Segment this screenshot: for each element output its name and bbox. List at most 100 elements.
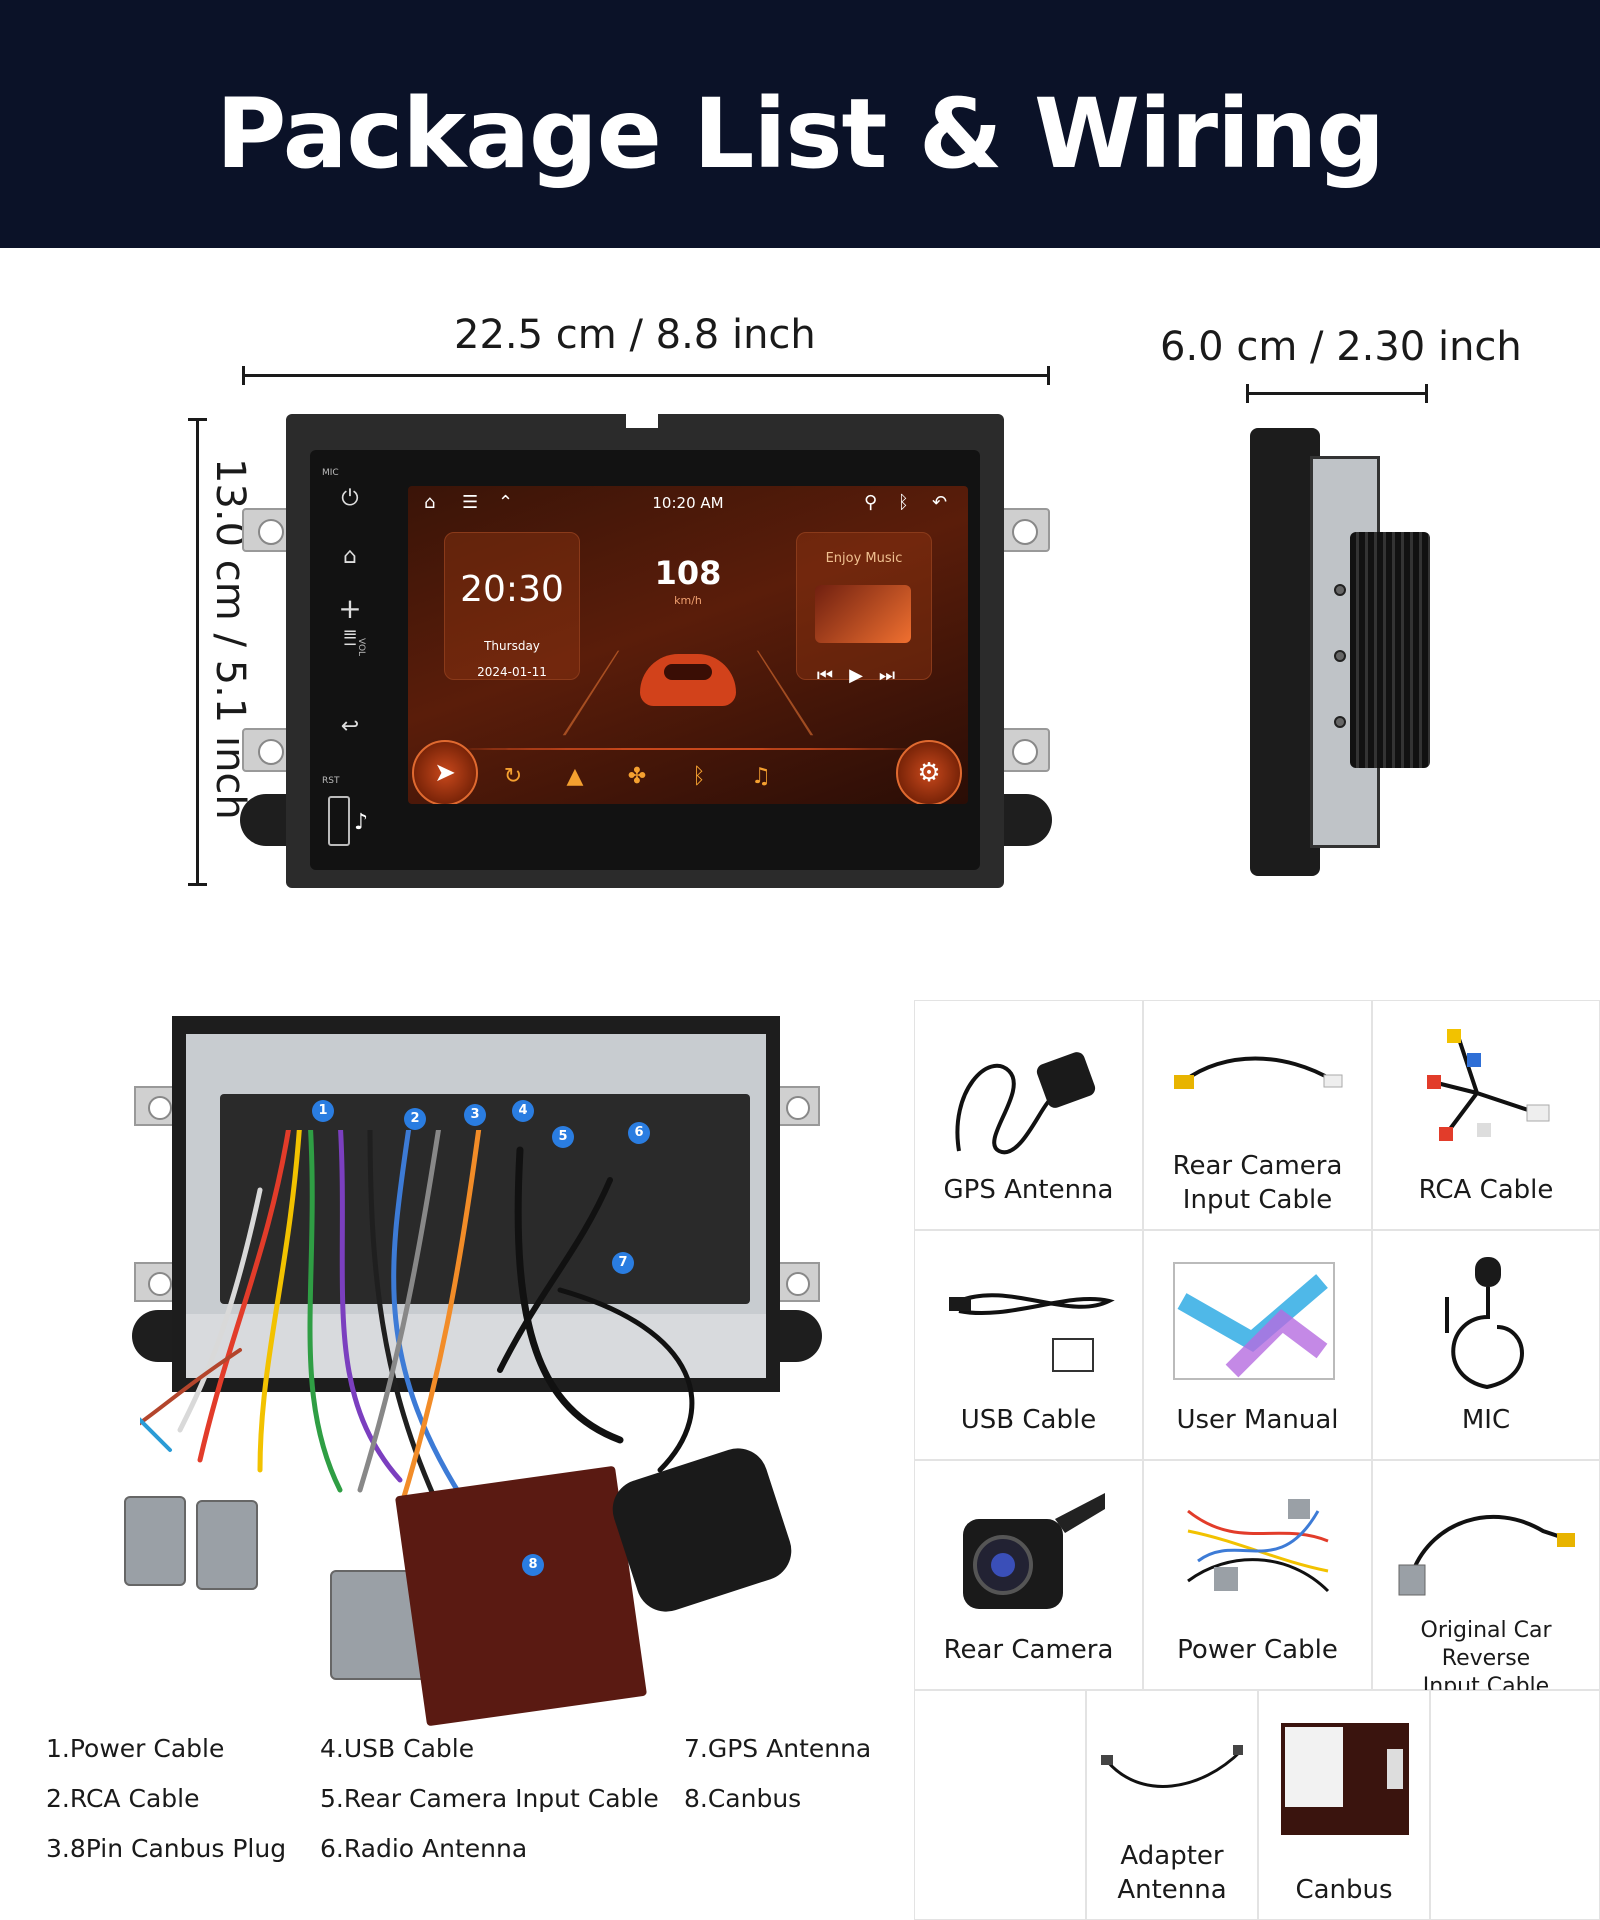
wiring-badge-8: 8: [522, 1554, 544, 1576]
album-art: [815, 585, 911, 643]
wiring-badge-4: 4: [512, 1100, 534, 1122]
head-unit-bezel: MIC ⏻ ⌂ + VOL ≡− ↩ RST ♪ ⌂ ☰ ⌃ 10:20 AM …: [310, 450, 980, 870]
speed-unit: km/h: [674, 594, 702, 607]
back-button-icon[interactable]: ↩: [340, 714, 360, 739]
music-title: Enjoy Music: [825, 551, 903, 566]
clock-day: Thursday: [484, 639, 540, 653]
package-item-rca-cable: RCA Cable: [1372, 1000, 1600, 1230]
package-spacer-left: [914, 1690, 1086, 1920]
header-banner: Package List & Wiring: [0, 0, 1600, 248]
location-pin-icon: ⚲: [864, 492, 878, 513]
canbus-box: [394, 1465, 648, 1727]
connector-panel: [220, 1094, 750, 1304]
home-button-icon[interactable]: ⌂: [343, 544, 357, 569]
usb-cable-icon: [949, 1293, 1115, 1372]
package-list: GPS Antenna Rear Camera Input Cable RCA …: [914, 1000, 1600, 1920]
chevron-up-icon[interactable]: ⌃: [498, 492, 514, 513]
package-item-label: User Manual: [1176, 1405, 1339, 1435]
package-item-label: Adapter Antenna: [1117, 1841, 1227, 1905]
bluetooth-app-icon[interactable]: ᛒ: [692, 764, 706, 789]
power-plug-right: [196, 1500, 258, 1590]
mic-icon: [1445, 1257, 1524, 1390]
rca-cable-icon: [1174, 1056, 1343, 1089]
package-item-power-cable: Power Cable: [1143, 1460, 1372, 1690]
package-item-label: USB Cable: [960, 1405, 1097, 1435]
power-icon[interactable]: ⏻: [341, 486, 359, 511]
package-item-label: MIC: [1461, 1405, 1511, 1435]
package-item-label: Power Cable: [1177, 1635, 1338, 1665]
depth-dimension-line: [1246, 384, 1428, 403]
music-note-icon: ♪: [354, 810, 369, 835]
width-dimension-label: 22.5 cm / 8.8 inch: [454, 312, 816, 358]
clock-time: 20:30: [460, 569, 564, 610]
navigation-arrow-icon[interactable]: ➤: [412, 740, 478, 804]
rear-camera-icon: [963, 1493, 1105, 1609]
package-item-canbus: Canbus: [1258, 1690, 1430, 1920]
head-unit-front: MIC ⏻ ⌂ + VOL ≡− ↩ RST ♪ ⌂ ☰ ⌃ 10:20 AM …: [286, 414, 1004, 888]
package-item-mic: MIC: [1372, 1230, 1600, 1460]
music-widget[interactable]: Enjoy Music ⏮▶⏭: [796, 532, 932, 686]
package-item-usb-cable: USB Cable: [914, 1230, 1143, 1460]
depth-dimension-label: 6.0 cm / 2.30 inch: [1160, 324, 1522, 370]
volume-up-icon[interactable]: +: [338, 592, 362, 625]
clock-date: 2024-01-11: [477, 665, 547, 679]
user-manual-icon: [1173, 1262, 1335, 1380]
package-item-rear-camera-input-cable: Rear Camera Input Cable: [1143, 1000, 1372, 1230]
gear-icon[interactable]: ⚙: [896, 740, 962, 804]
clock-widget[interactable]: 20:30 Thursday 2024-01-11: [444, 532, 580, 680]
legend-item-7: 7.GPS Antenna: [684, 1734, 872, 1763]
package-item-label: Rear Camera Input Cable: [1172, 1151, 1343, 1215]
mic-label: MIC: [322, 468, 339, 478]
touchscreen: ⌂ ☰ ⌃ 10:20 AM ⚲ ᛒ ↶ 20:30 Thursday 2024…: [408, 486, 968, 804]
car-graphic: [640, 654, 736, 706]
refresh-icon[interactable]: ↻: [503, 764, 523, 789]
menu-icon[interactable]: ☰: [462, 492, 479, 513]
package-item-gps-antenna: GPS Antenna: [914, 1000, 1143, 1230]
wiring-badge-7: 7: [612, 1252, 634, 1274]
legend-item-1: 1.Power Cable: [46, 1734, 225, 1763]
wiring-badge-3: 3: [464, 1104, 486, 1126]
legend-item-8: 8.Canbus: [684, 1784, 802, 1813]
wiring-harness: [140, 1130, 695, 1513]
legend-item-6: 6.Radio Antenna: [320, 1834, 528, 1863]
bluetooth-icon: ᛒ: [898, 492, 909, 513]
legend-item-2: 2.RCA Cable: [46, 1784, 200, 1813]
rst-label: RST: [322, 776, 340, 786]
package-item-user-manual: User Manual: [1143, 1230, 1372, 1460]
music-app-icon[interactable]: ♫: [751, 764, 771, 789]
speed-value: 108: [654, 554, 722, 592]
package-item-label: Original Car Reverse Input Cable: [1420, 1618, 1552, 1699]
wiring-badge-2: 2: [404, 1108, 426, 1130]
legend-item-4: 4.USB Cable: [320, 1734, 475, 1763]
nav-app-icon[interactable]: ▲: [566, 764, 584, 789]
package-item-rear-camera: Rear Camera: [914, 1460, 1143, 1690]
home-icon[interactable]: ⌂: [424, 492, 436, 513]
package-item-label: RCA Cable: [1418, 1175, 1554, 1205]
package-spacer-right: [1430, 1690, 1600, 1920]
width-dimension-line: [242, 366, 1050, 385]
head-unit-heatsink: [1350, 532, 1430, 768]
music-controls[interactable]: ⏮▶⏭: [816, 665, 912, 686]
package-item-label: Rear Camera: [943, 1635, 1114, 1665]
status-bar: ⌂ ☰ ⌃ 10:20 AM ⚲ ᛒ ↶: [408, 486, 968, 520]
power-cable-icon: [1187, 1499, 1330, 1593]
package-item-label: Canbus: [1295, 1875, 1393, 1905]
mount-bracket-right-top: [996, 508, 1050, 552]
wiring-badge-1: 1: [312, 1100, 334, 1122]
rca-bundle-icon: [1427, 1029, 1550, 1141]
height-dimension-line: [188, 418, 207, 886]
apps-icon[interactable]: ✤: [627, 764, 647, 789]
volume-down-icon[interactable]: ≡−: [342, 624, 358, 655]
adapter-antenna-icon: [1101, 1745, 1243, 1788]
package-item-label: GPS Antenna: [943, 1175, 1114, 1205]
usb-port: [328, 796, 350, 846]
legend-item-5: 5.Rear Camera Input Cable: [320, 1784, 659, 1813]
back-arrow-icon[interactable]: ↶: [932, 492, 948, 513]
page-title: Package List & Wiring: [215, 78, 1385, 190]
package-item-original-car-reverse-input-cable: Original Car Reverse Input Cable: [1372, 1460, 1600, 1699]
wiring-badge-6: 6: [628, 1122, 650, 1144]
reverse-cable-icon: [1398, 1515, 1575, 1596]
status-time: 10:20 AM: [652, 494, 724, 512]
wiring-badge-5: 5: [552, 1126, 574, 1148]
power-plug-left: [124, 1496, 186, 1586]
